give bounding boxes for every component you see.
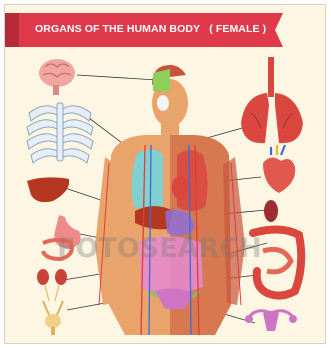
page-title: ORGANS OF THE HUMAN BODY ( FEMALE ) <box>35 23 266 35</box>
organs-poster: ORGANS OF THE HUMAN BODY ( FEMALE ) FOTO… <box>4 4 326 344</box>
kidneys-icon <box>37 269 67 301</box>
diagram-canvas <box>5 5 326 344</box>
brain-icon <box>39 59 75 95</box>
uterus-icon <box>245 311 297 331</box>
heart-icon <box>263 145 295 193</box>
bladder-icon <box>43 301 63 335</box>
lungs-icon <box>241 57 303 143</box>
spleen-icon <box>264 200 278 222</box>
liver-icon <box>27 177 69 202</box>
ribcage-icon <box>27 103 93 163</box>
human-torso <box>95 65 245 335</box>
watermark: FOTOSEARCH <box>57 233 262 264</box>
